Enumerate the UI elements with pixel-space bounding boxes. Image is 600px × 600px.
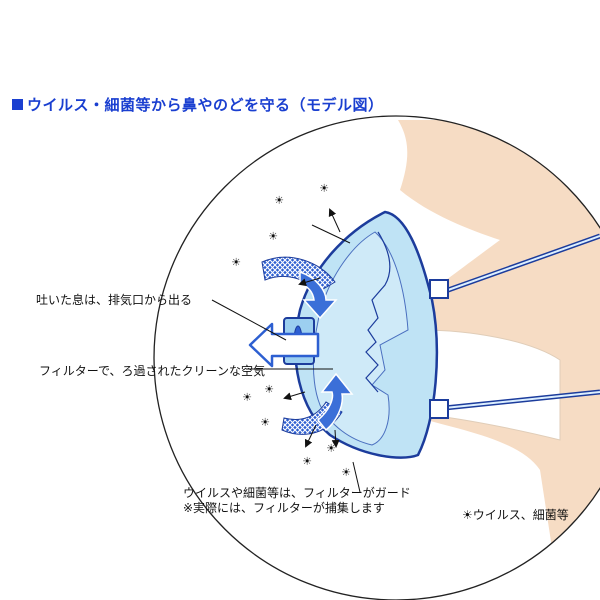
intake-arrow-top bbox=[299, 270, 338, 320]
virus-guard-label: ウイルスや細菌等は、フィルターがガード bbox=[183, 486, 411, 500]
buckle-bottom bbox=[429, 399, 449, 419]
virus-icon: ☀ bbox=[341, 466, 351, 479]
filter-label: フィルターで、ろ過されたクリーンな空気 bbox=[39, 364, 265, 378]
leader-lines bbox=[211, 224, 361, 493]
collar bbox=[419, 329, 561, 441]
scene-inside-circle bbox=[398, 120, 600, 600]
diagram-title: ウイルス・細菌等から鼻やのどを守る（モデル図） bbox=[12, 94, 384, 115]
virus-icon: ☀ bbox=[274, 194, 284, 207]
virus-icon: ☀ bbox=[231, 256, 241, 269]
legend-virus-icon: ☀ bbox=[462, 508, 473, 522]
virus-icon: ☀ bbox=[268, 230, 278, 243]
virus-icon: ☀ bbox=[302, 455, 312, 468]
note-label: ※実際には、フィルターが捕集します bbox=[183, 501, 385, 515]
buckle-top bbox=[429, 279, 449, 299]
frame-circle bbox=[153, 115, 600, 600]
face-profile bbox=[365, 231, 391, 393]
title-square-icon bbox=[12, 99, 23, 110]
virus-particles: ☀ ☀ ☀ ☀ ☀ ☀ ☀ ☀ ☀ ☀ bbox=[231, 182, 351, 479]
intake-arrow-bottom bbox=[316, 372, 354, 432]
virus-icon: ☀ bbox=[242, 391, 252, 404]
virus-icon: ☀ bbox=[260, 416, 270, 429]
virus-icon: ☀ bbox=[319, 182, 329, 195]
diagram-title-text: ウイルス・細菌等から鼻やのどを守る（モデル図） bbox=[27, 96, 384, 114]
exhale-label: 吐いた息は、排気口から出る bbox=[36, 293, 193, 307]
legend: ☀ウイルス、細菌等 bbox=[462, 506, 569, 523]
virus-icon: ☀ bbox=[264, 383, 274, 396]
legend-label: ウイルス、細菌等 bbox=[472, 508, 569, 522]
deflect-arrows bbox=[283, 208, 341, 448]
virus-icon: ☀ bbox=[326, 442, 336, 455]
